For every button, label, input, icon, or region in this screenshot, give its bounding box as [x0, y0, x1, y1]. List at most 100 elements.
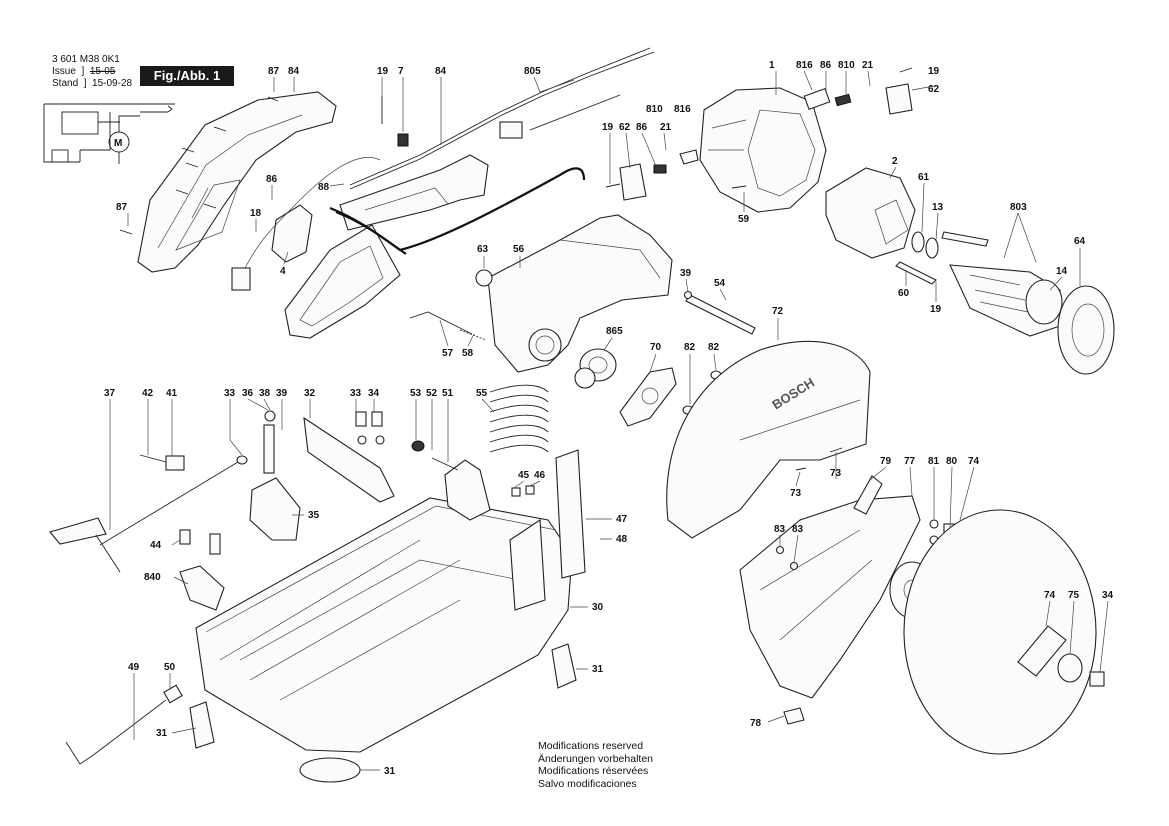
label-42: 42: [142, 388, 154, 399]
front-grip: [284, 154, 489, 339]
fan-cover-64: [1057, 285, 1115, 375]
adjuster-79: [853, 475, 883, 515]
label-44: 44: [150, 540, 162, 551]
label-37: 37: [104, 388, 116, 399]
label-54: 54: [714, 278, 726, 289]
label-19: 19: [930, 304, 942, 315]
label-86: 86: [636, 122, 648, 133]
label-77: 77: [904, 456, 916, 467]
label-50: 50: [164, 662, 176, 673]
label-34: 34: [1102, 590, 1114, 601]
label-46: 46: [534, 470, 546, 481]
label-1: 1: [769, 60, 775, 71]
label-63: 63: [477, 244, 489, 255]
label-47: 47: [616, 514, 628, 525]
armature-803: [949, 264, 1063, 337]
label-79: 79: [880, 456, 892, 467]
label-73: 73: [790, 488, 802, 499]
field-winding: [825, 167, 916, 259]
label-48: 48: [616, 534, 628, 545]
label-36: 36: [242, 388, 254, 399]
clamp-screw-37: [49, 455, 248, 573]
part-number: 3 601 M38 0K1: [52, 54, 120, 65]
label-14: 14: [1056, 266, 1068, 277]
label-59: 59: [738, 214, 750, 225]
label-87: 87: [116, 202, 128, 213]
label-57: 57: [442, 348, 454, 359]
wiring-schematic: M: [43, 103, 175, 164]
modifications-line-en: Modifications reserved: [538, 740, 644, 752]
stand-label: Stand: [52, 78, 79, 89]
guard-fixing-83-78: [775, 545, 805, 725]
modifications-line-fr: Modifications réservées: [538, 765, 649, 777]
label-64: 64: [1074, 236, 1086, 247]
motor-symbol: M: [114, 138, 122, 149]
stand-value: 15-09-28: [92, 78, 133, 89]
label-61: 61: [918, 172, 930, 183]
screws-73: [795, 447, 843, 471]
label-816: 816: [674, 104, 691, 115]
lower-guard-77: [739, 495, 921, 699]
label-78: 78: [750, 718, 762, 729]
hex-key-49: [65, 684, 183, 765]
label-87: 87: [268, 66, 280, 77]
label-52: 52: [426, 388, 438, 399]
black-cable: [329, 167, 586, 255]
label-83: 83: [792, 524, 804, 535]
label-53: 53: [410, 388, 422, 399]
label-84: 84: [435, 66, 447, 77]
label-32: 32: [304, 388, 316, 399]
label-41: 41: [166, 388, 178, 399]
handle-housing: [137, 91, 337, 273]
issue-bracket: ]: [78, 66, 88, 77]
bearing-865: [574, 348, 617, 389]
label-35: 35: [308, 510, 320, 521]
label-840: 840: [144, 572, 161, 583]
label-19: 19: [377, 66, 389, 77]
spring-55: [489, 384, 549, 453]
flange-70: [619, 367, 677, 427]
label-70: 70: [650, 342, 662, 353]
label-4: 4: [280, 266, 286, 277]
label-31: 31: [156, 728, 168, 739]
small-fixings: [139, 410, 535, 611]
motor-housing: [699, 87, 827, 213]
modifications-note: Modifications reserved Änderungen vorbeh…: [538, 740, 653, 790]
gear-housing: [475, 214, 673, 373]
label-56: 56: [513, 244, 525, 255]
label-49: 49: [128, 662, 140, 673]
label-81: 81: [928, 456, 940, 467]
label-21: 21: [660, 122, 672, 133]
label-62: 62: [928, 84, 940, 95]
label-86: 86: [266, 174, 278, 185]
label-34: 34: [368, 388, 380, 399]
brush-holders: [605, 67, 913, 201]
stand-row: Stand ] 15-09-28: [52, 78, 132, 90]
label-82: 82: [708, 342, 720, 353]
label-18: 18: [250, 208, 262, 219]
leader-lines: [109, 70, 1109, 771]
issue-label: Issue: [52, 66, 76, 77]
label-30: 30: [592, 602, 604, 613]
bearing-parts-61-13: [895, 231, 989, 285]
label-80: 80: [946, 456, 958, 467]
label-21: 21: [862, 60, 874, 71]
label-83: 83: [774, 524, 786, 535]
label-19: 19: [602, 122, 614, 133]
stand-bracket: ]: [80, 78, 90, 89]
label-86: 86: [820, 60, 832, 71]
label-45: 45: [518, 470, 530, 481]
bracket-47: [555, 449, 586, 579]
cutting-disc-74: [903, 509, 1105, 755]
label-19: 19: [928, 66, 940, 77]
label-33: 33: [350, 388, 362, 399]
label-31: 31: [592, 664, 604, 675]
label-84: 84: [288, 66, 300, 77]
label-60: 60: [898, 288, 910, 299]
label-810: 810: [646, 104, 663, 115]
label-865: 865: [606, 326, 623, 337]
switch-bracket-4: [231, 157, 381, 291]
figure-badge: Fig./Abb. 1: [140, 66, 234, 86]
spindle-54: [683, 290, 756, 335]
